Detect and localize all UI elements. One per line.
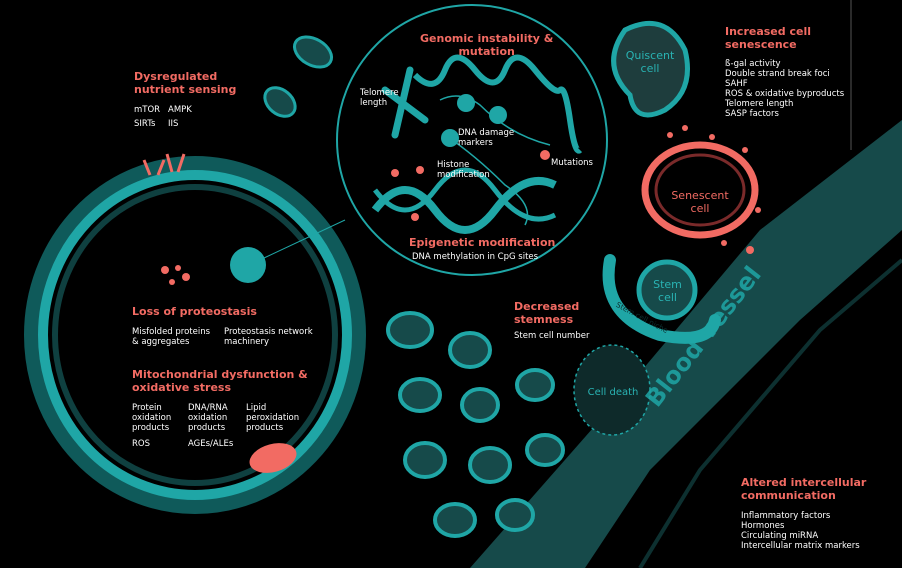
telomere-label: Telomere length: [360, 88, 399, 108]
mito-item: Lipid peroxidation products: [246, 403, 300, 433]
proteostasis-item: Misfolded proteins & aggregates: [132, 327, 211, 347]
genome-inset: [336, 4, 608, 276]
communication-item: Inflammatory factors: [741, 511, 831, 521]
dna-damage-label: DNA damage markers: [458, 128, 515, 148]
senescence-item: SAHF: [725, 79, 748, 89]
dna-helix: [371, 177, 557, 234]
senescence-item: ß-gal activity: [725, 59, 781, 69]
cell-cluster: [386, 311, 565, 538]
mitochondrion-icon: [249, 443, 297, 473]
proteostasis-item: Proteostasis network machinery: [224, 327, 313, 347]
quiescent-cell: [611, 20, 690, 118]
stem-label: Stem cell: [653, 278, 682, 304]
epigenetic-subtitle: DNA methylation in CpG sites: [412, 252, 539, 262]
nutrient-item: SIRTs: [134, 119, 156, 129]
blood-vessel: [470, 120, 902, 568]
quiescent-label: Quiscent cell: [625, 49, 675, 75]
mito-item: DNA/RNA oxidation products: [188, 403, 228, 433]
nutrient-title: Dysregulated nutrient sensing: [134, 70, 237, 96]
nutrient-item: mTOR: [134, 105, 161, 115]
genomic-title: Genomic instability & mutation: [420, 32, 554, 58]
mito-title: Mitochondrial dysfunction & oxidative st…: [132, 368, 308, 394]
stemness-subtitle: Stem cell number: [514, 331, 590, 341]
stem-cell-niche: [602, 254, 721, 344]
mito-item: Protein oxidation products: [132, 403, 172, 433]
nutrient-item: IIS: [168, 119, 179, 129]
senescence-item: Telomere length: [725, 99, 794, 109]
chromatin-strand: [412, 54, 583, 154]
senescence-item: SASP factors: [725, 109, 779, 119]
dying-cell: [573, 344, 651, 436]
senescence-item: Double strand break foci: [725, 69, 830, 79]
communication-item: Hormones: [741, 521, 785, 531]
mutations-label: Mutations: [551, 158, 593, 168]
senescent-label: Senescent cell: [671, 189, 729, 215]
stem-cell: [636, 259, 698, 321]
senescence-item: ROS & oxidative byproducts: [725, 89, 845, 99]
histone-label: Histone modification: [437, 160, 490, 180]
communication-item: Intercellular matrix markers: [741, 541, 860, 551]
mito-item: AGEs/ALEs: [188, 439, 234, 449]
vessel-edge: [638, 258, 902, 568]
proteostasis-title: Loss of proteostasis: [132, 305, 257, 318]
cell-death-label: Cell death: [587, 387, 639, 398]
mito-item: ROS: [132, 439, 150, 449]
communication-title: Altered intercellular communication: [741, 476, 867, 502]
communication-item: Circulating miRNA: [741, 531, 819, 541]
stemness-title: Decreased stemness: [514, 300, 580, 326]
large-cell: [24, 153, 366, 514]
nucleus: [230, 247, 266, 283]
chromosome-icon: [381, 66, 429, 139]
senescence-title: Increased cell senescence: [725, 25, 811, 51]
receptor-icon: [142, 153, 186, 176]
nutrient-item: AMPK: [168, 105, 192, 115]
epigenetic-title: Epigenetic modification: [409, 236, 556, 249]
